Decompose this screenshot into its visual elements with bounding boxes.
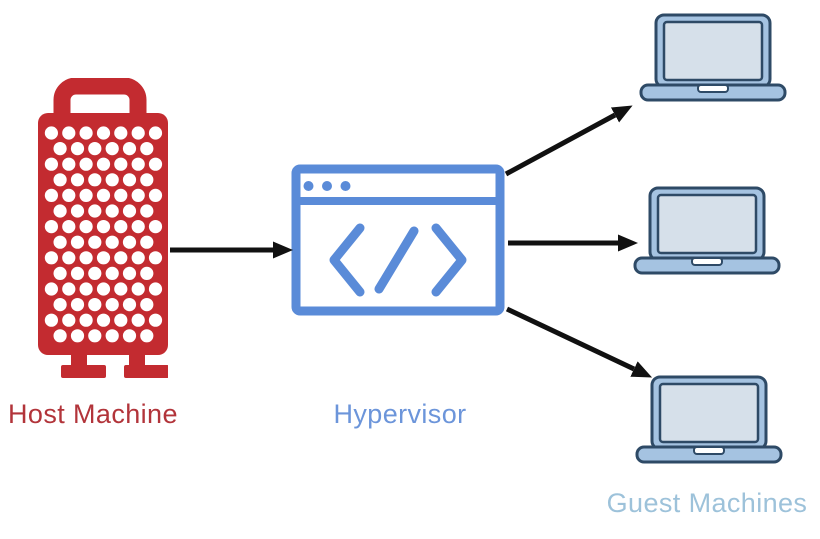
grater-foot-right-base bbox=[124, 365, 168, 378]
grater-foot-left-base bbox=[61, 365, 106, 378]
laptop-icon-3 bbox=[635, 375, 783, 464]
grater-foot-right-stem bbox=[129, 338, 145, 368]
code-slash-icon bbox=[374, 226, 419, 294]
code-angle-left-icon bbox=[329, 223, 365, 297]
laptop-icon-2 bbox=[633, 186, 781, 275]
window-dot-3 bbox=[340, 181, 351, 191]
hypervisor-label: Hypervisor bbox=[333, 399, 467, 429]
grater-foot-left-stem bbox=[71, 338, 87, 368]
edge-hypervisor-to-guest-1 bbox=[504, 105, 633, 177]
window-dot-2 bbox=[322, 181, 332, 191]
grater-holes bbox=[44, 126, 163, 343]
guest-machines-label: Guest Machines bbox=[606, 488, 808, 518]
code-angle-right-icon bbox=[431, 223, 467, 297]
code-window-icon bbox=[291, 164, 505, 316]
window-dot-1 bbox=[303, 181, 314, 191]
laptop-icon-1 bbox=[639, 13, 787, 102]
cheese-grater-icon bbox=[38, 78, 168, 378]
edge-hypervisor-to-guest-3 bbox=[505, 306, 653, 378]
host-machine-label: Host Machine bbox=[8, 399, 178, 429]
